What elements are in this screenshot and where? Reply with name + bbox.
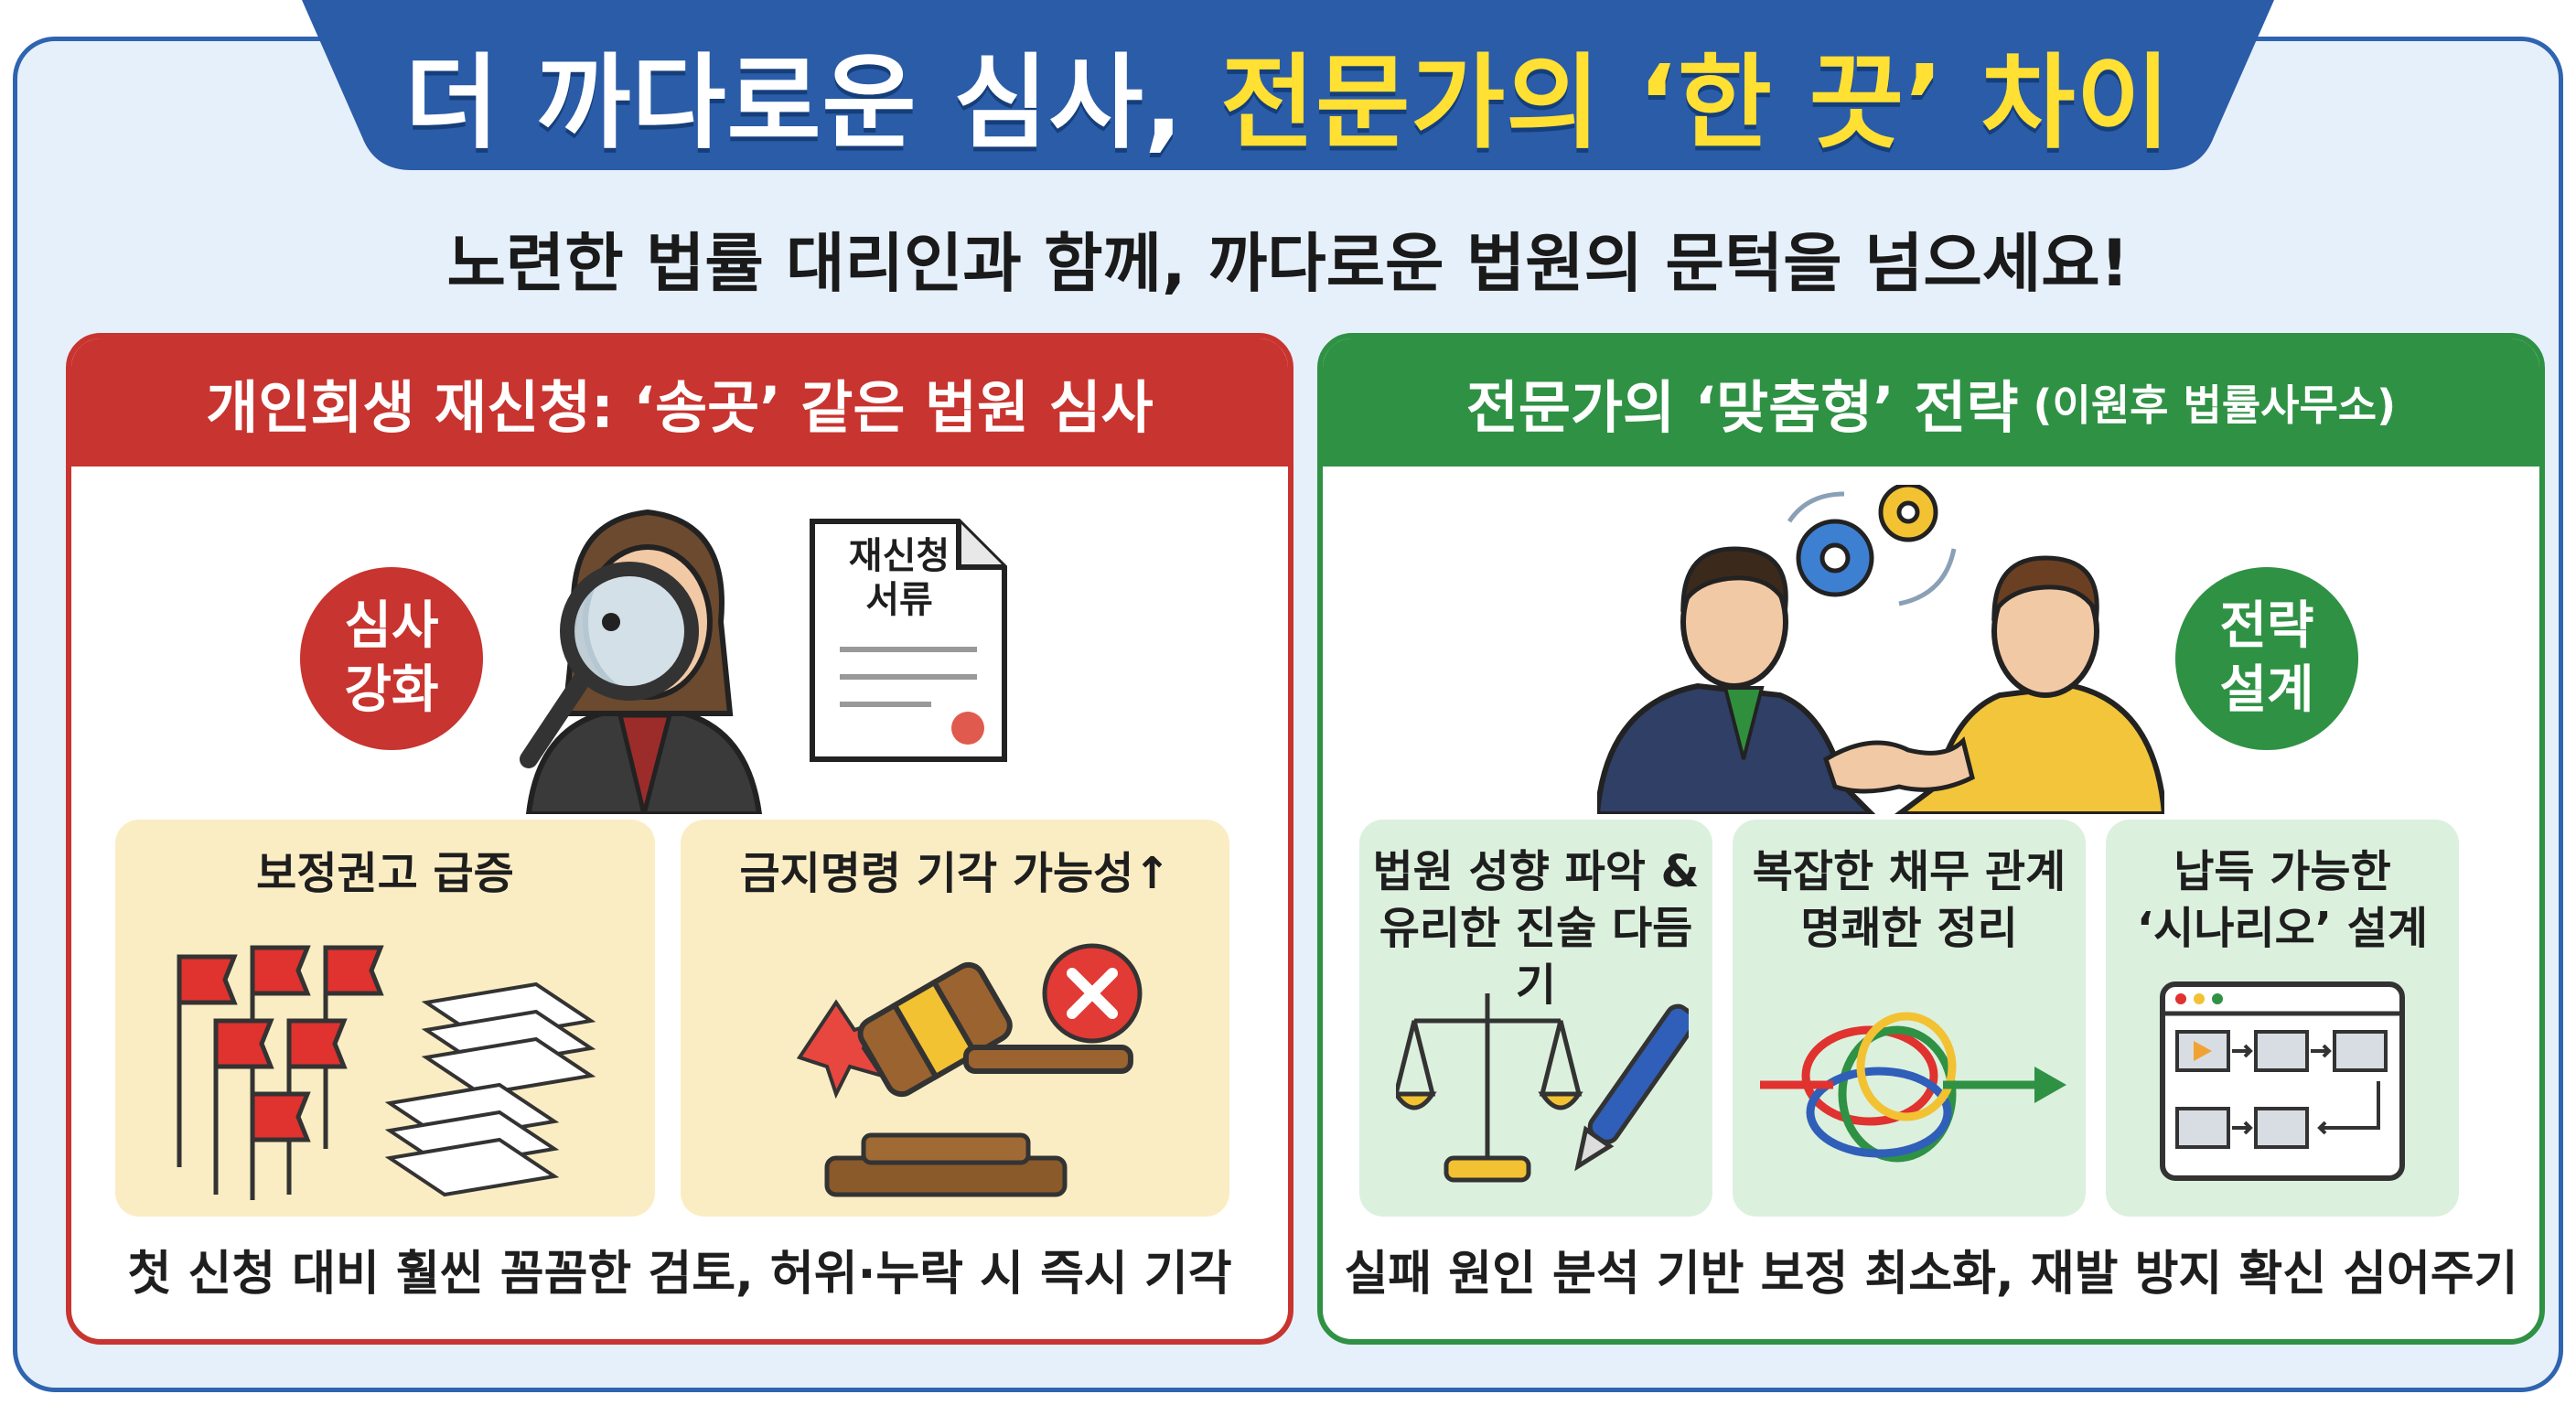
left-panel-heading: 개인회생 재신청: ‘송곳’ 같은 법원 심사 [71,338,1288,467]
card-title-line1: 법원 성향 파악 & [1372,846,1700,897]
document-label-line1: 재신청 [848,535,950,577]
review-badge-line1: 심사 [344,596,439,656]
page-title: 더 까다로운 심사, 전문가의 ‘한 끗’ 차이 [302,20,2274,168]
document-label: 재신청 서류 [817,534,982,622]
right-panel-heading-sub: (이원후 법률사무소) [2033,381,2397,430]
left-panel-footer: 첫 신청 대비 훨씬 꼼꼼한 검토, 허위·누락 시 즉시 기각 [127,1247,1232,1302]
red-flags-icon [177,945,596,1200]
right-panel-footer: 실패 원인 분석 기반 보정 최소화, 재발 방지 확신 심어주기 [1344,1247,2518,1302]
right-panel: 전문가의 ‘맞춤형’ 전략 (이원후 법률사무소) 전략 설계 법원 성향 파악… [1317,333,2545,1345]
strategy-badge: 전략 설계 [2175,567,2358,750]
card-title: 납득 가능한 ‘시나리오’ 설계 [2106,843,2459,957]
card-title-line1: 납득 가능한 [2174,846,2391,897]
card-title-line1: 복잡한 채무 관계 [1752,846,2066,897]
title-part-white: 더 까다로운 심사, [404,44,1185,163]
tangled-knot-icon [1760,1012,2066,1163]
card-debt-organize: 복잡한 채무 관계 명쾌한 정리 [1733,820,2086,1217]
card-scenario-design: 납득 가능한 ‘시나리오’ 설계 [2106,820,2459,1217]
card-court-tendency: 법원 성향 파악 & 유리한 진술 다듬기 [1359,820,1712,1217]
card-correction-surge: 보정권고 급증 [115,820,655,1217]
card-title-line2: ‘시나리오’ 설계 [2136,903,2429,954]
handshake-icon [1597,485,2164,814]
strategy-badge-line1: 전략 [2219,596,2314,656]
card-title-line2: 명쾌한 정리 [1800,903,2018,954]
document-icon [810,519,1007,762]
title-banner: 더 까다로운 심사, 전문가의 ‘한 끗’ 차이 [302,0,2274,176]
scales-pen-icon [1396,993,1689,1183]
card-title: 금지명령 기각 가능성↑ [739,848,1171,899]
judge-magnifier-icon [520,509,763,814]
right-panel-heading: 전문가의 ‘맞춤형’ 전략 (이원후 법률사무소) [1323,338,2539,467]
gavel-icon [796,943,1143,1197]
review-badge-line2: 강화 [344,660,439,720]
right-panel-heading-main: 전문가의 ‘맞춤형’ 전략 [1465,374,2019,441]
card-title: 보정권고 급증 [256,848,514,899]
card-title: 법원 성향 파악 & 유리한 진술 다듬기 [1359,843,1712,1014]
left-panel: 개인회생 재신청: ‘송곳’ 같은 법원 심사 심사 강화 재신청 서류 보정권… [66,333,1293,1345]
subtitle: 노련한 법률 대리인과 함께, 까다로운 법원의 문턱을 넘으세요! [446,226,2130,301]
storyboard-window-icon [2160,981,2405,1181]
review-badge: 심사 강화 [300,567,483,750]
document-label-line2: 서류 [865,579,933,621]
card-injunction-rejection: 금지명령 기각 가능성↑ [681,820,1229,1217]
title-part-highlight: 전문가의 ‘한 끗’ 차이 [1220,44,2172,163]
card-title-line2: 유리한 진술 다듬기 [1379,903,1693,1011]
banner-shape [302,0,2274,170]
card-title: 복잡한 채무 관계 명쾌한 정리 [1733,843,2086,957]
strategy-badge-line2: 설계 [2219,660,2314,720]
